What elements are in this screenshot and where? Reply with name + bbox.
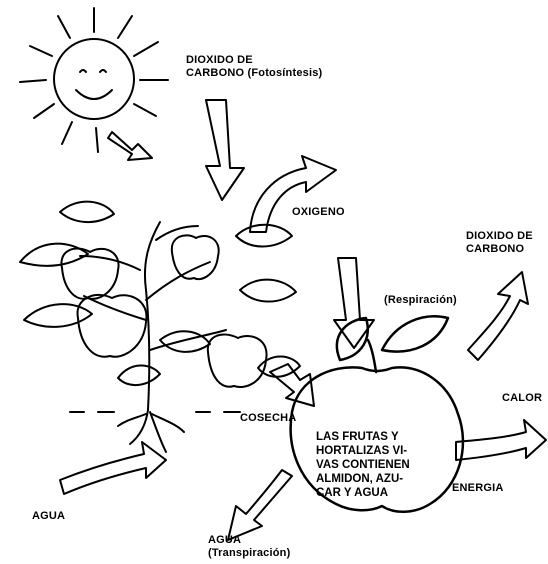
arrow-icon xyxy=(60,442,166,494)
co2-respiration-label: DIOXIDO DE CARBONO xyxy=(466,230,533,256)
arrow-icon xyxy=(206,100,244,200)
fruit-text-line5: CAR Y AGUA xyxy=(316,486,434,500)
fruit-description: LAS FRUTAS Y HORTALIZAS VI- VAS CONTIENE… xyxy=(316,430,434,500)
respiration-label: (Respiración) xyxy=(384,294,457,307)
arrow-icon xyxy=(108,132,152,160)
harvest-label: COSECHA xyxy=(240,412,296,425)
fruit-text-line3: VAS CONTIENEN xyxy=(316,458,434,472)
heat-label: CALOR xyxy=(502,392,542,405)
co2-photosynthesis-label: DIOXIDO DE CARBONO (Fotosíntesis) xyxy=(186,54,322,80)
arrow-icon xyxy=(456,420,546,460)
oxygen-label: OXIGENO xyxy=(292,206,345,219)
water-transpiration-line1: AGUA xyxy=(208,534,290,547)
fruit-text-line4: ALMIDON, AZU- xyxy=(316,472,434,486)
sun-icon xyxy=(20,8,168,152)
co2-photosynthesis-line1: DIOXIDO DE xyxy=(186,54,322,67)
arrow-icon xyxy=(250,156,336,232)
co2-respiration-line2: CARBONO xyxy=(466,243,533,256)
water-transpiration-label: AGUA (Transpiración) xyxy=(208,534,290,560)
water-in-label: AGUA xyxy=(32,510,65,523)
fruit-text-line2: HORTALIZAS VI- xyxy=(316,444,434,458)
co2-respiration-line1: DIOXIDO DE xyxy=(466,230,533,243)
water-transpiration-line2: (Transpiración) xyxy=(208,547,290,560)
arrow-icon xyxy=(468,272,528,360)
co2-photosynthesis-line2: CARBONO (Fotosíntesis) xyxy=(186,67,322,80)
energy-label: ENERGIA xyxy=(452,482,504,495)
fruit-text-line1: LAS FRUTAS Y xyxy=(316,430,434,444)
arrow-icon xyxy=(228,470,292,540)
